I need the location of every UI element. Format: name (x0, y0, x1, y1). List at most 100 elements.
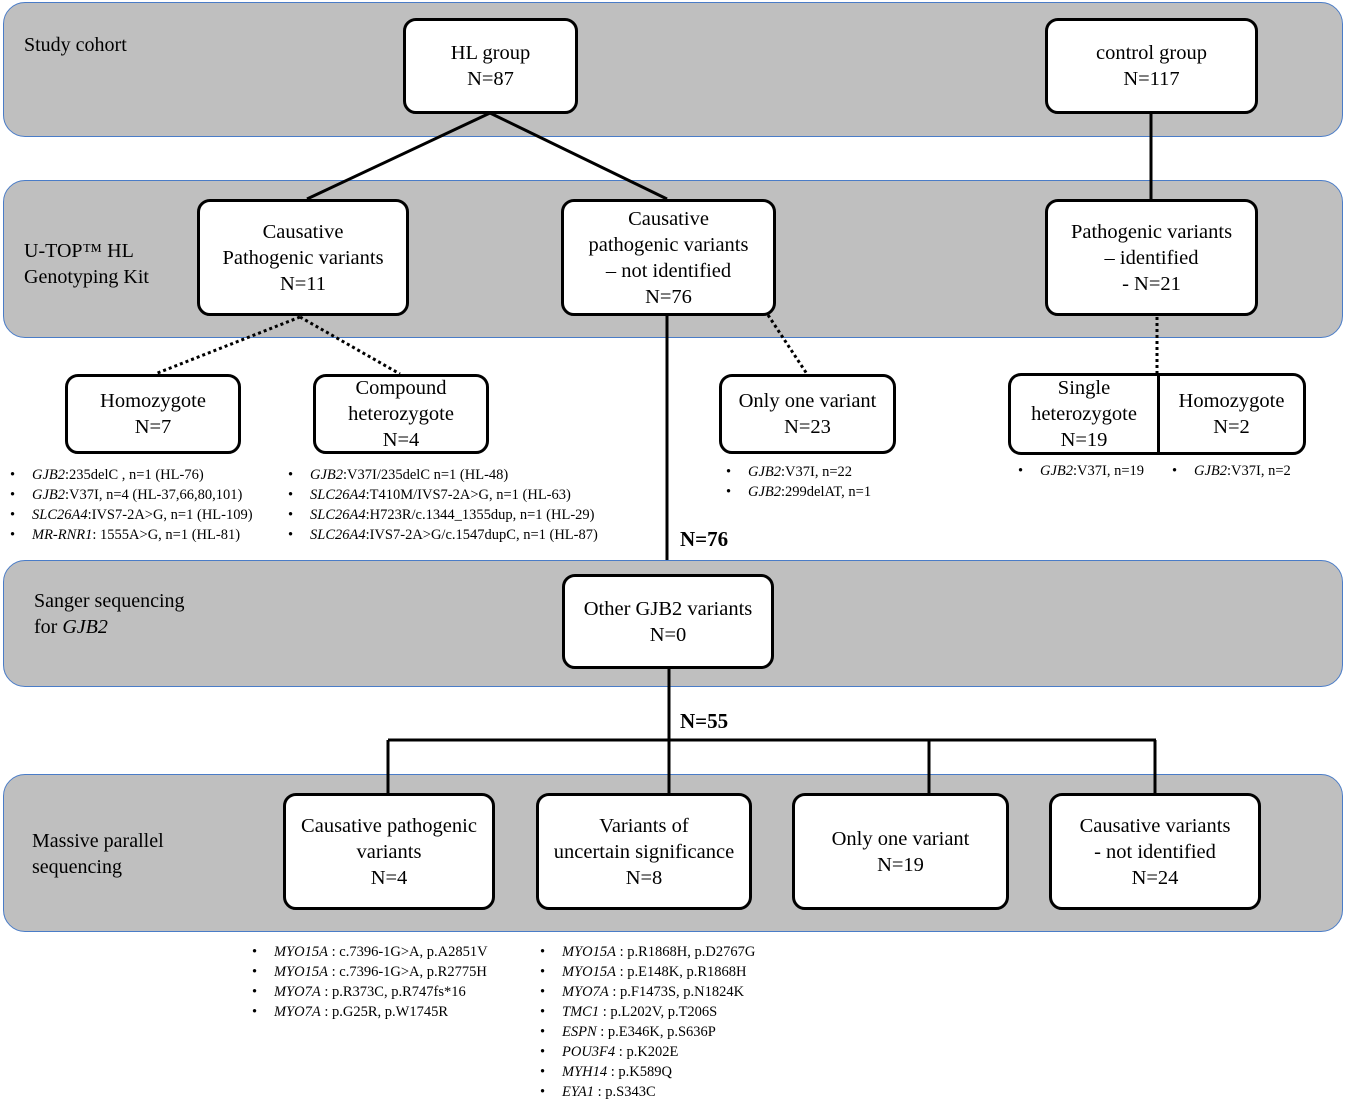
gene-name: MYO15A (562, 964, 616, 980)
list-only-one: GJB2:V37I, n=22GJB2:299delAT, n=1 (726, 462, 871, 502)
box-text-line: control group (1095, 42, 1208, 64)
variant-text: :V37I/235delC n=1 (HL-48) (343, 467, 509, 483)
box-text-line: heterozygote (1031, 403, 1137, 425)
variant-text: :V37I, n=22 (781, 464, 853, 480)
box-text-line: N=76 (645, 285, 692, 308)
box-text-line: HL group (450, 42, 531, 64)
box-text-line: Pathogenic variants (1070, 220, 1233, 243)
variant-text: :T410M/IVS7-2A>G, n=1 (HL-63) (365, 487, 571, 503)
list-item: MR-RNR1: 1555A>G, n=1 (HL-81) (10, 525, 253, 545)
variant-text: :V37I, n=19 (1073, 463, 1145, 479)
variant-text: :V37I, n=2 (1227, 463, 1291, 479)
list-item: MYH14 : p.K589Q (540, 1062, 755, 1082)
gene-name: GJB2 (32, 467, 66, 483)
box-text-line: pathogenic variants (588, 233, 749, 256)
box-text-line: N=7 (134, 416, 172, 438)
list-item: GJB2:V37I, n=4 (HL-37,66,80,101) (10, 485, 253, 505)
gene-name: GJB2 (748, 464, 782, 480)
variant-text: : p.K202E (615, 1044, 679, 1060)
list-item: EYA1 : p.S343C (540, 1082, 755, 1099)
gene-name: MYO15A (274, 964, 328, 980)
box-text-line: N=11 (279, 272, 327, 295)
box-text-line: N=19 (877, 853, 924, 876)
gene-name: MR-RNR1 (32, 527, 93, 543)
variant-text: :V37I, n=4 (HL-37,66,80,101) (65, 487, 243, 503)
gene-name: MYO7A (274, 1004, 321, 1020)
list-item: GJB2:V37I, n=2 (1172, 461, 1291, 481)
box-text-line: – not identified (605, 259, 732, 282)
dotted-connector (766, 314, 809, 375)
gene-name: SLC26A4 (310, 487, 366, 503)
box-text-line: Homozygote (1178, 390, 1285, 412)
gene-name: GJB2 (32, 487, 66, 503)
connector-line (489, 111, 668, 201)
list-item: POU3F4 : p.K202E (540, 1042, 755, 1062)
list-item: MYO15A : p.E148K, p.R1868H (540, 962, 755, 982)
label-gene: GJB2 (62, 616, 108, 638)
gene-name: POU3F4 (562, 1044, 616, 1060)
box-pathogenic-identified: Pathogenic variants– identified- N=21 (1045, 199, 1258, 316)
box-text-line: N=0 (649, 623, 687, 646)
list-item: GJB2:V37I/235delC n=1 (HL-48) (288, 465, 598, 485)
box-text-line: Compound (355, 377, 447, 399)
list-item: GJB2:V37I, n=22 (726, 462, 871, 482)
box-text-line: N=87 (467, 68, 514, 90)
gene-name: MYO15A (274, 944, 328, 960)
list-item: MYO15A : c.7396-1G>A, p.A2851V (252, 942, 488, 962)
box-text-line: N=8 (625, 866, 663, 889)
box-text-line: Causative variants (1079, 814, 1231, 837)
variant-text: : p.G25R, p.W1745R (320, 1004, 449, 1020)
dotted-connector (299, 315, 401, 376)
gene-name: SLC26A4 (310, 527, 366, 543)
box-text-line: Causative (262, 220, 344, 243)
list-compound: GJB2:V37I/235delC n=1 (HL-48)SLC26A4:T41… (288, 465, 598, 545)
box-text-line: Variants of (599, 814, 689, 837)
list-item: MYO7A : p.R373C, p.R747fs*16 (252, 982, 488, 1002)
count-n76: N=76 (680, 527, 729, 551)
box-text-line: N=2 (1213, 416, 1250, 438)
box-text-line: Homozygote (100, 390, 206, 412)
variant-text: : c.7396-1G>A, p.R2775H (327, 964, 487, 980)
box-text-line: - N=21 (1122, 272, 1181, 295)
list-single-het: GJB2:V37I, n=19 (1018, 461, 1144, 481)
list-item: GJB2:V37I, n=19 (1018, 461, 1144, 481)
gene-name: GJB2 (1194, 463, 1228, 479)
list-item: SLC26A4:IVS7-2A>G/c.1547dupC, n=1 (HL-87… (288, 525, 598, 545)
variant-text: : p.K589Q (607, 1064, 672, 1080)
list-item: SLC26A4:T410M/IVS7-2A>G, n=1 (HL-63) (288, 485, 598, 505)
list-item: SLC26A4:IVS7-2A>G, n=1 (HL-109) (10, 505, 253, 525)
gene-name: SLC26A4 (310, 507, 366, 523)
variant-text: :235delC , n=1 (HL-76) (65, 467, 204, 483)
box-text-line: N=4 (382, 429, 420, 451)
list-item: MYO15A : p.R1868H, p.D2767G (540, 942, 755, 962)
box-text-line: N=4 (370, 866, 408, 889)
variant-text: :299delAT, n=1 (781, 484, 872, 500)
label-line: Genotyping Kit (24, 266, 149, 288)
variant-text: : p.S343C (594, 1084, 656, 1099)
variant-text: : p.L202V, p.T206S (599, 1004, 718, 1020)
gene-name: SLC26A4 (32, 507, 88, 523)
label-line: sequencing (32, 856, 122, 878)
box-text-line: Other GJB2 variants (583, 597, 753, 620)
variant-text: :IVS7-2A>G, n=1 (HL-109) (87, 507, 253, 523)
variant-text: : p.E148K, p.R1868H (615, 964, 747, 980)
gene-name: GJB2 (748, 484, 782, 500)
box-text-line: Only one variant (738, 390, 877, 412)
box-text-line: N=23 (784, 416, 831, 438)
